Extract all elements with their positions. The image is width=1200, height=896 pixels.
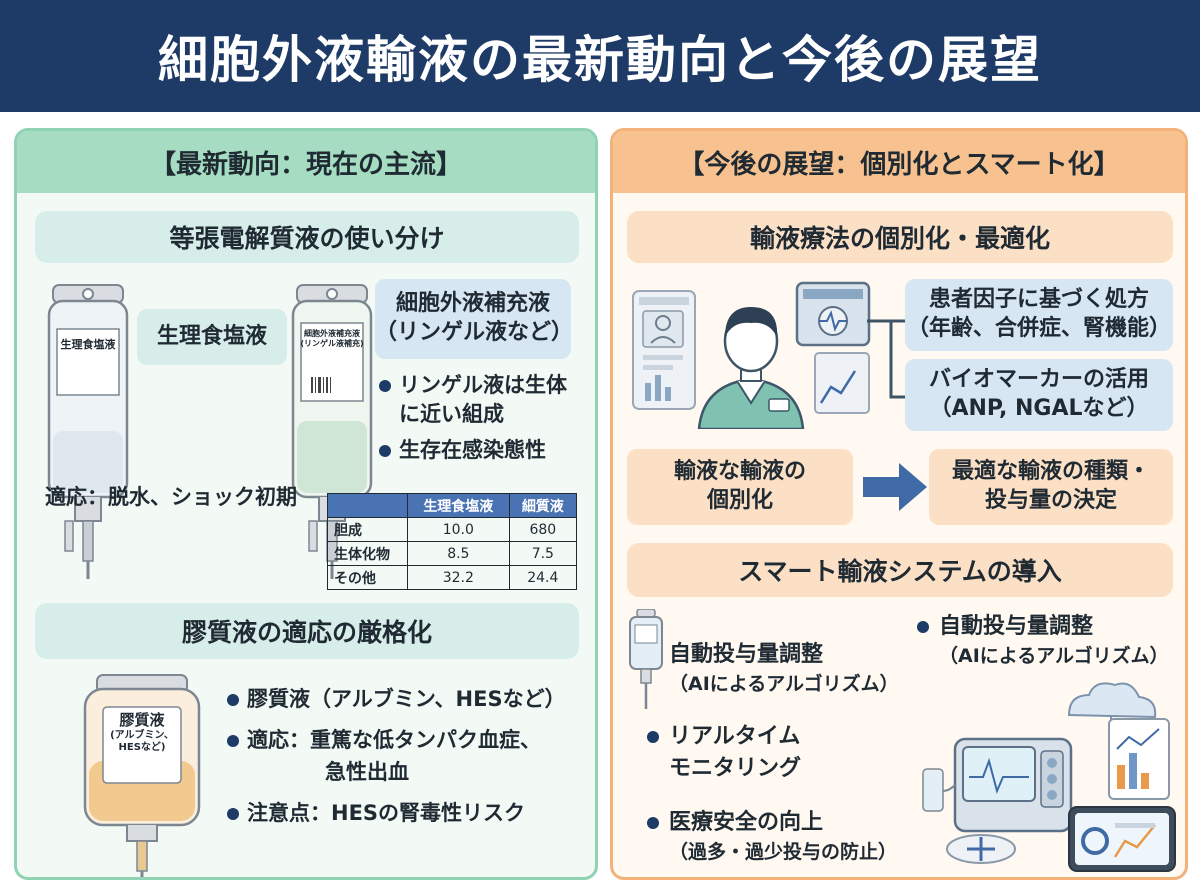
- ringer-bullets: リンゲル液は生体 に近い組成 生存在感染態性: [379, 371, 589, 465]
- table-cell: 10.0: [407, 517, 510, 542]
- ringer-bag-label: 細胞外液補充液 (リンゲル液補充): [299, 329, 365, 350]
- left-panel-header: 【最新動向：現在の主流】: [17, 131, 595, 193]
- colloid-bullets: 膠質液（アルブミン、HESなど） 適応：重篤な低タンパク血症、 急性出血 注意点…: [227, 683, 587, 829]
- smart-item-auto-dose: 自動投与量調整 （AIによるアルゴリズム）: [669, 639, 909, 698]
- ringer-iv-bag-icon: [291, 284, 373, 579]
- bullet-dot: [227, 734, 239, 747]
- right-arrow-icon: [863, 463, 927, 511]
- table-cell: 24.4: [508, 565, 578, 590]
- left-panel-current-trends: 【最新動向：現在の主流】 等張電解質液の使い分け 生理食塩液 生理食塩液 細胞外…: [14, 128, 598, 880]
- smart-item3-line1: 医療安全の向上: [647, 807, 927, 839]
- section-personalization-title: 輸液療法の個別化・最適化: [627, 211, 1173, 263]
- section-isotonic-title: 等張電解質液の使い分け: [35, 211, 579, 263]
- smart-item-monitoring: リアルタイム モニタリング: [647, 721, 897, 785]
- bullet-ringer-composition: リンゲル液は生体: [379, 371, 589, 400]
- table-row: 胆成 10.0 680: [327, 517, 578, 542]
- table-row: 生体化物 8.5 7.5: [327, 541, 578, 566]
- colloid-bag-label-line3: HESなど): [118, 742, 166, 754]
- table-header-cell: 生理食塩液: [407, 493, 510, 518]
- bullet-text: 適応：重篤な低タンパク血症、: [247, 727, 541, 752]
- patient-factor-line1: 患者因子に基づく処方: [928, 287, 1149, 313]
- flow-left-line2: 個別化: [706, 488, 773, 513]
- bullet-text: 医療安全の向上: [669, 810, 824, 835]
- saline-iv-bag-icon: [47, 284, 129, 579]
- table-header-row: 生理食塩液 細質液: [327, 493, 578, 518]
- biomarker-box: バイオマーカーの活用 （ANP, NGALなど）: [905, 359, 1173, 431]
- colloid-iv-bag-icon: [83, 674, 201, 877]
- smart-infusion-pump-illustration: [922, 682, 1176, 872]
- bullet-text: 膠質液（アルブミン、HESなど）: [247, 687, 566, 711]
- biomarker-line2: （ANP, NGALなど）: [929, 396, 1149, 421]
- bracket-connector: [867, 319, 907, 399]
- bullet-survival: 生存在感染態性: [379, 436, 589, 465]
- bullet-colloid-indication: 適応：重篤な低タンパク血症、: [227, 724, 587, 757]
- colloid-bag-label-line2: (アルブミン、: [110, 729, 174, 741]
- flow-left-line1: 輸液な輸液の: [673, 459, 806, 485]
- bullet-colloid-indication-cont: 急性出血: [325, 760, 409, 785]
- bullet-colloid-caution: 注意点：HESの腎毒性リスク: [227, 797, 587, 830]
- smart-item2-line1: リアルタイム: [647, 721, 897, 753]
- smart-item3-line2: （過多・過少投与の防止）: [669, 840, 898, 863]
- ringer-bag-label-line2: (リンゲル液補充): [300, 339, 364, 349]
- table-cell: その他: [327, 565, 408, 590]
- smart-item2-line2: モニタリング: [669, 755, 802, 781]
- section-smart-infusion-title: スマート輸液システムの導入: [627, 543, 1173, 597]
- table-header-cell: 細質液: [508, 493, 578, 518]
- bullet-dot: [917, 621, 929, 633]
- table-cell: 7.5: [508, 541, 578, 566]
- table-cell: 生体化物: [327, 541, 408, 566]
- indication-text: 適応：脱水、ショック初期: [45, 485, 297, 509]
- section-colloid-title: 膠質液の適応の厳格化: [35, 603, 579, 659]
- small-iv-bag-icon: [629, 609, 663, 709]
- biomarker-line1: バイオマーカーの活用: [928, 367, 1149, 393]
- page-title: 細胞外液輸液の最新動向と今後の展望: [158, 31, 1042, 89]
- page-header: 細胞外液輸液の最新動向と今後の展望: [0, 0, 1200, 112]
- right-panel-future-outlook: 【今後の展望：個別化とスマート化】 輸液療法の個別化・最適化 患: [610, 128, 1188, 880]
- ecf-replacement-box: 細胞外液補充液 （リンゲル液など）: [375, 279, 574, 359]
- flow-optimal-box: 最適な輸液の種類・ 投与量の決定: [929, 449, 1173, 525]
- bullet-dot: [227, 694, 239, 706]
- smart-item1-line2: （AIによるアルゴリズム）: [669, 672, 899, 695]
- ecf-box-line1: 細胞外液補充液: [395, 291, 550, 317]
- flow-right-line2: 投与量の決定: [984, 488, 1117, 513]
- table-cell: 680: [508, 517, 578, 542]
- ecf-box-line2: （リンゲル液など）: [375, 320, 574, 345]
- ringer-bag-label-line1: 細胞外液補充液: [304, 329, 360, 338]
- table-row: その他 32.2 24.4: [327, 565, 578, 590]
- saline-label-box: 生理食塩液: [137, 309, 287, 365]
- bullet-dot: [379, 380, 391, 392]
- bullet-text: 自動投与量調整: [939, 614, 1094, 639]
- smart-item4-line2: （AIによるアルゴリズム）: [939, 644, 1169, 667]
- smart-item4-line1: 自動投与量調整: [917, 611, 1177, 643]
- patient-factor-line2: （年齢、合併症、腎機能）: [906, 316, 1171, 341]
- bullet-ringer-composition-cont: に近い組成: [399, 402, 504, 427]
- table-cell: 8.5: [407, 541, 510, 566]
- colloid-bag-label: 膠質液 (アルブミン、 HESなど): [103, 711, 181, 755]
- composition-table: 生理食塩液 細質液 胆成 10.0 680 生体化物 8.5 7.5 その他 3…: [327, 493, 578, 590]
- smart-item-safety: 医療安全の向上 （過多・過少投与の防止）: [647, 807, 927, 866]
- table-cell: 胆成: [327, 517, 408, 542]
- patient-factor-box: 患者因子に基づく処方 （年齢、合併症、腎機能）: [905, 279, 1173, 351]
- smart-item1-line1: 自動投与量調整: [669, 642, 824, 667]
- right-panel-header: 【今後の展望：個別化とスマート化】: [613, 131, 1185, 193]
- bullet-dot: [647, 731, 659, 743]
- flow-personalization-box: 輸液な輸液の 個別化: [627, 449, 853, 525]
- bullet-dot: [647, 817, 659, 829]
- bullet-dot: [227, 807, 239, 820]
- bullet-text: リンゲル液は生体: [399, 373, 567, 397]
- table-header-cell: [327, 493, 408, 518]
- bullet-text: リアルタイム: [669, 724, 801, 749]
- bullet-dot: [379, 444, 391, 457]
- bullet-text: 注意点：HESの腎毒性リスク: [247, 800, 526, 825]
- bullet-text: 生存在感染態性: [399, 437, 546, 462]
- bullet-colloid-types: 膠質液（アルブミン、HESなど）: [227, 683, 587, 716]
- saline-bag-label: 生理食塩液: [60, 338, 116, 351]
- smart-item-auto-dose-ai: 自動投与量調整 （AIによるアルゴリズム）: [917, 611, 1177, 670]
- table-cell: 32.2: [407, 565, 510, 590]
- doctor-with-screens-illustration: [632, 281, 871, 429]
- flow-right-line1: 最適な輸液の種類・: [951, 459, 1150, 485]
- colloid-bag-label-line1: 膠質液: [119, 711, 165, 729]
